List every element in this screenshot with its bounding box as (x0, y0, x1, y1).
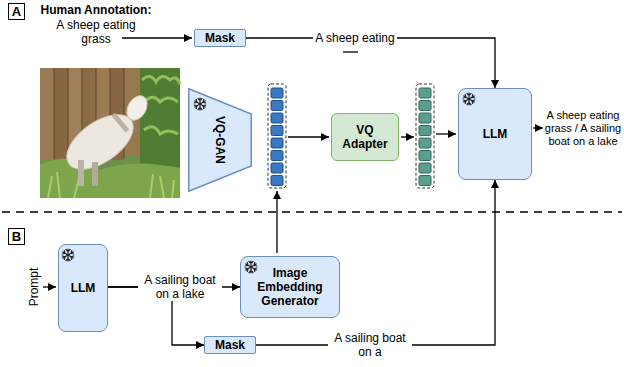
flow-arrow (436, 133, 456, 134)
node-label: LLM (483, 127, 508, 141)
token-column (271, 163, 283, 173)
edge-label: A sheep eating (313, 31, 396, 45)
flow-arrow (288, 136, 329, 137)
flow-arrow (43, 38, 543, 287)
node-label: LLM (71, 281, 96, 295)
token-column (419, 163, 431, 173)
sheep-photo (92, 162, 98, 186)
edge-label: A sailing boat on a (328, 331, 412, 359)
flow-arrow (43, 286, 56, 287)
node-label: Mask (215, 338, 245, 352)
panel-tag: B (8, 228, 25, 245)
node-label: Image Embedding Generator (246, 266, 334, 308)
sheep-photo (48, 172, 174, 198)
sheep-photo (54, 68, 68, 162)
node-label: Mask (205, 31, 235, 45)
token-column (419, 113, 431, 123)
token-column (271, 176, 283, 186)
token-column (271, 113, 283, 123)
token-column (268, 84, 286, 188)
sheep-photo (142, 76, 180, 134)
token-column (419, 88, 431, 98)
annotation-text: A sheep eating grass (46, 18, 146, 46)
sheep-photo (40, 68, 180, 198)
trapezoid-outline (189, 89, 252, 192)
mask-box: Mask (204, 336, 256, 354)
edge-label: A sailing boat on a lake (138, 273, 222, 301)
token-column (419, 101, 431, 111)
token-column (419, 176, 431, 186)
flow-arrow (122, 37, 192, 38)
connector (246, 38, 495, 88)
flow-arrow (276, 191, 277, 253)
adapter-box: VQ Adapter (331, 113, 399, 161)
encoder-trapezoid: VQ-GAN (188, 88, 252, 192)
mask-box: Mask (194, 29, 246, 47)
token-column (419, 126, 431, 136)
token-column (271, 138, 283, 148)
node-label: VQ Adapter (337, 123, 393, 151)
token-column (416, 84, 434, 188)
node-label: A (12, 5, 21, 19)
flow-arrow (533, 127, 543, 128)
sheep-photo (78, 160, 84, 186)
sheep-photo (123, 92, 152, 124)
token-column (416, 84, 434, 188)
token-column (419, 151, 431, 161)
token-column (271, 151, 283, 161)
generator-box: Image Embedding Generator (240, 256, 340, 318)
node-label: B (12, 230, 21, 244)
output-text: A sheep eating grass / A sailing boat on… (544, 109, 622, 148)
token-column (271, 88, 283, 98)
flow-arrow (401, 136, 414, 137)
sheep-photo (111, 113, 129, 133)
token-column (268, 84, 286, 188)
blank-underline (343, 51, 358, 52)
annotation-heading: Human Annotation: (41, 3, 152, 17)
node-label: VQ-GAN (213, 116, 227, 164)
input-label: Prompt (27, 268, 41, 307)
panel-divider (2, 211, 622, 212)
sheep-photo (40, 159, 180, 198)
panel-tag: A (8, 3, 25, 20)
sheep-photo (40, 68, 180, 198)
token-column (271, 126, 283, 136)
llm-box: LLM (58, 244, 108, 332)
token-column (271, 101, 283, 111)
token-column (419, 138, 431, 148)
sheep-photo (40, 68, 54, 160)
llm-box: LLM (458, 88, 532, 180)
